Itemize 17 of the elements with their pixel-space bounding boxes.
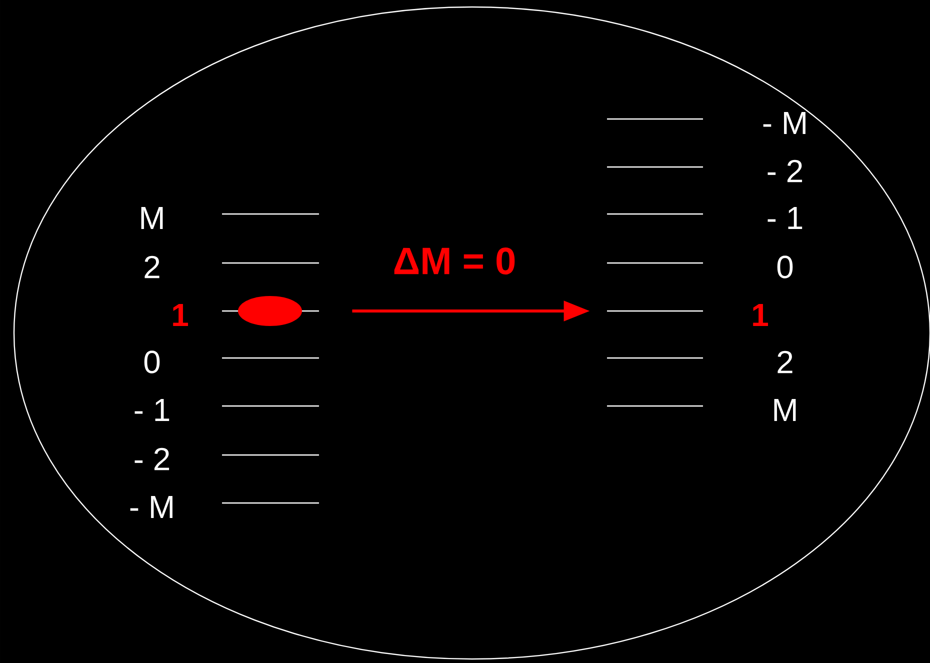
level-label: - M (763, 112, 806, 134)
particle-dot (238, 296, 302, 326)
level-label: - 2 (768, 160, 802, 182)
level-label: M (141, 207, 163, 229)
level-label: 1 (173, 304, 188, 326)
level-label: 0 (777, 256, 793, 278)
level-label: 1 (753, 304, 768, 326)
level-label: 0 (144, 350, 160, 374)
edge-label: ΔM = 0 (394, 248, 515, 274)
level-label: M (774, 399, 796, 421)
level-label: - 1 (134, 399, 170, 421)
level-label: 2 (144, 256, 160, 278)
level-label: 2 (778, 350, 792, 374)
level-label: - 2 (134, 448, 170, 470)
energy-level-line (607, 310, 703, 312)
level-label: - 1 (768, 207, 802, 229)
level-label: - M (130, 496, 172, 518)
